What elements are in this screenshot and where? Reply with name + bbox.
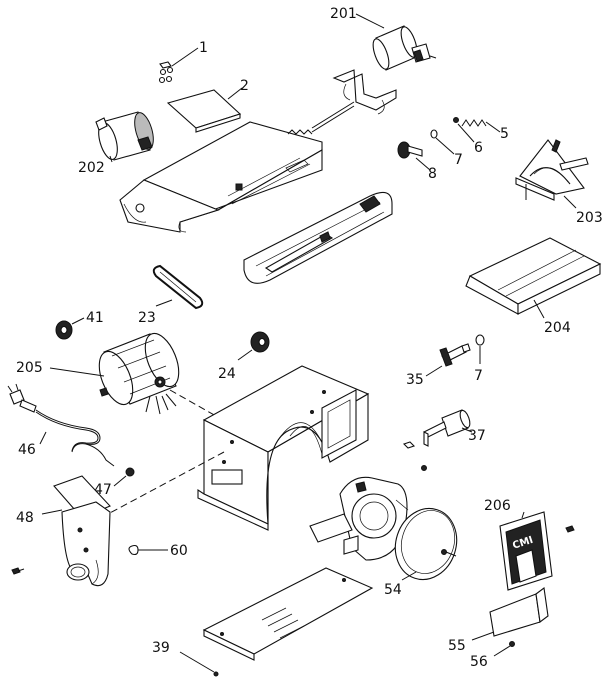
part-5-spring: [461, 119, 501, 133]
callout-56: 56: [470, 654, 488, 670]
callout-5: 5: [500, 126, 509, 142]
callout-7b: 7: [474, 368, 483, 384]
callout-6: 6: [474, 140, 483, 156]
belt-cover: [243, 191, 393, 284]
callout-23: 23: [138, 310, 156, 326]
callout-37: 37: [468, 428, 486, 444]
screw-right: [565, 525, 575, 533]
part-206-switch-box: CMI: [499, 511, 553, 591]
part-39-screw: [179, 651, 219, 677]
callout-54: 54: [384, 582, 402, 598]
part-41-pulley: [55, 317, 85, 340]
part-60-clip: [128, 544, 168, 556]
frame-long-body: [119, 101, 355, 233]
callout-60: 60: [170, 543, 188, 559]
callout-1: 1: [199, 40, 208, 56]
part-35-lever: [425, 343, 471, 377]
callout-35: 35: [406, 372, 424, 388]
part-23-belt: [152, 264, 204, 310]
part-1-screws: [158, 47, 199, 84]
screw-left: [11, 567, 25, 575]
callout-2: 2: [240, 78, 249, 94]
callout-24: 24: [218, 366, 236, 382]
callout-39: 39: [152, 640, 170, 656]
part-6-ball: [453, 117, 475, 143]
part-204-table: [465, 237, 602, 319]
part-201-cylinder: [355, 13, 437, 71]
part-7-washer-top: [430, 129, 455, 155]
part-47-nut: [113, 467, 135, 487]
callout-8: 8: [428, 166, 437, 182]
part-48-dust-port: [41, 475, 111, 587]
callout-206: 206: [484, 498, 511, 514]
shaft-bracket: [332, 69, 397, 115]
part-46-power-cord: [7, 383, 115, 467]
callout-205: 205: [16, 360, 43, 376]
small-nut: [421, 465, 427, 471]
part-8-knob: [397, 141, 431, 171]
part-2-plate: [166, 87, 243, 133]
part-7-washer-bottom: [475, 334, 485, 364]
part-202-cylinder: [95, 111, 154, 163]
callout-202: 202: [78, 160, 105, 176]
callout-203: 203: [576, 210, 603, 226]
bottom-plate: [202, 567, 374, 661]
part-205-motor: [49, 332, 217, 417]
callout-7a: 7: [454, 152, 463, 168]
callout-201: 201: [330, 6, 357, 22]
part-55-plate: [471, 587, 549, 641]
part-56-screw: [493, 641, 515, 657]
callout-48: 48: [16, 510, 34, 526]
callout-55: 55: [448, 638, 466, 654]
callout-46: 46: [18, 442, 36, 458]
part-37-switch: [402, 409, 473, 449]
part-203-miter-gauge: [515, 139, 589, 209]
part-54-disc: [394, 507, 458, 581]
disc-guard: [309, 476, 409, 561]
callout-41: 41: [86, 310, 104, 326]
callout-204: 204: [544, 320, 571, 336]
part-24-pulley: [237, 331, 270, 361]
base-housing: [107, 365, 370, 531]
